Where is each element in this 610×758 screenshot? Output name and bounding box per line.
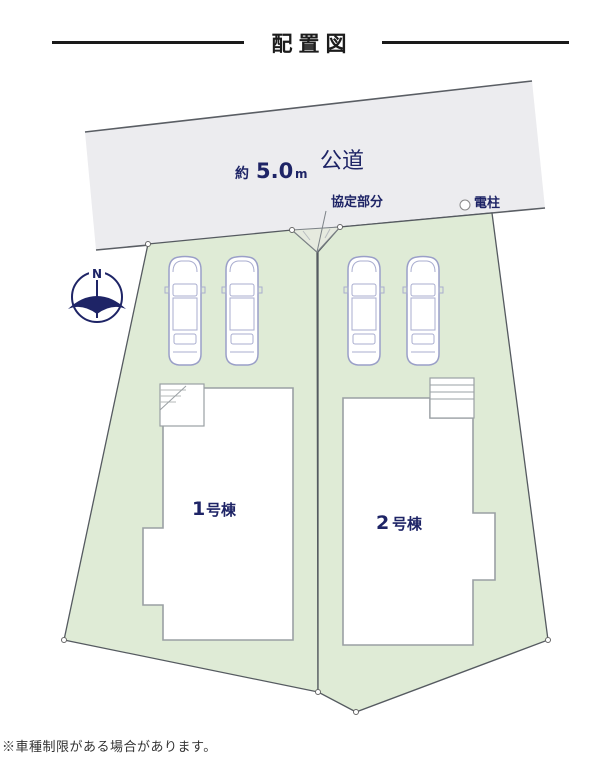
header-rule-right bbox=[382, 41, 569, 44]
header-rule-left bbox=[52, 41, 244, 44]
building-2-suffix: 号棟 bbox=[392, 515, 423, 533]
building-1-suffix: 号棟 bbox=[206, 501, 237, 519]
road-label-prefix: 約 bbox=[235, 165, 249, 182]
parking-car-2a bbox=[343, 255, 385, 366]
corner-cut-label: 協定部分 bbox=[331, 194, 383, 210]
boundary-markers bbox=[61, 224, 551, 715]
parking-car-1a bbox=[164, 255, 206, 366]
utility-pole-icon bbox=[459, 199, 471, 211]
corner-cut-area bbox=[290, 210, 342, 253]
building-1-footprint bbox=[142, 383, 294, 641]
compass-north-label: N bbox=[92, 267, 102, 281]
north-compass-icon bbox=[68, 266, 126, 323]
road-width-value: 5.0 bbox=[256, 159, 293, 183]
building-1-number: 1 bbox=[192, 498, 205, 520]
footnote: ※車種制限がある場合があります。 bbox=[2, 740, 217, 755]
diagram-title: 配置図 bbox=[271, 32, 353, 56]
building-1-label: 1 号棟 bbox=[192, 498, 237, 520]
building-2-label: 2 号棟 bbox=[376, 512, 423, 534]
building-2-footprint bbox=[342, 377, 496, 646]
road-width-unit: m bbox=[295, 167, 308, 181]
road-type-label: 公道 bbox=[320, 149, 364, 174]
road-label: 約 5.0 m 公道 bbox=[235, 149, 364, 183]
diagram-header: 配置図 bbox=[0, 0, 610, 90]
utility-pole-label: 電柱 bbox=[474, 195, 500, 211]
parking-car-1b bbox=[221, 255, 263, 366]
parking-car-2b bbox=[402, 255, 444, 366]
building-2-number: 2 bbox=[376, 512, 389, 534]
